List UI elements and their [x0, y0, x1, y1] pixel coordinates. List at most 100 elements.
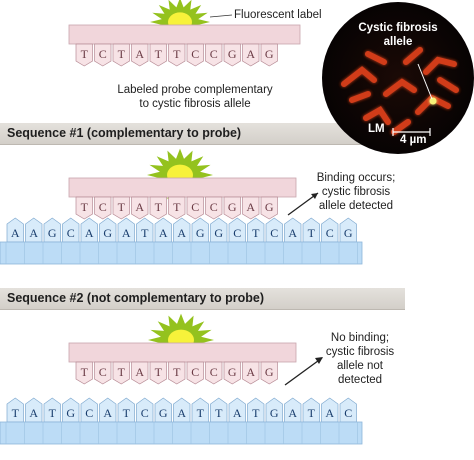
target-base [191, 217, 209, 243]
probe-base-letter: C [191, 365, 199, 379]
target-base-letter: C [85, 406, 93, 420]
target-base [339, 217, 357, 243]
probe-base [186, 196, 204, 220]
target-base-letter: C [326, 226, 334, 240]
target-backbone [0, 241, 363, 265]
target-base [321, 397, 339, 423]
nobinding-line3: allele not [336, 360, 384, 372]
probe-base [94, 361, 112, 385]
probe-base-letter: T [118, 47, 126, 61]
target-base [321, 217, 339, 243]
target-base [99, 397, 117, 423]
target-base [284, 217, 302, 243]
probe-base-letter: T [81, 365, 89, 379]
target-base [136, 217, 154, 243]
target-base-letter: A [122, 226, 131, 240]
probe-base [149, 43, 167, 67]
target-base [247, 217, 265, 243]
binding-arrowhead [311, 193, 318, 199]
probe-base [168, 196, 186, 220]
target-base-letter: A [29, 226, 38, 240]
target-base [62, 397, 80, 423]
probe-base [112, 43, 130, 67]
probe-base [168, 43, 186, 67]
probe-base-letter: C [210, 200, 218, 214]
target-base-letter: T [252, 406, 260, 420]
target-base-letter: A [159, 226, 168, 240]
probe-base [112, 361, 130, 385]
probe-base-letter: T [155, 200, 163, 214]
target-base-letter: A [177, 226, 186, 240]
target-base-letter: C [344, 406, 352, 420]
probe-base-letter: C [99, 47, 107, 61]
target-base [173, 217, 191, 243]
probe-base [168, 361, 186, 385]
target-base [247, 397, 265, 423]
binding-arrow [287, 192, 319, 216]
target-base-letter: G [196, 226, 205, 240]
binding-line2: cystic fibrosis [321, 186, 391, 198]
target-base [173, 397, 191, 423]
nobinding-arrow [284, 357, 323, 386]
probe-base [94, 43, 112, 67]
probe-base [131, 43, 149, 67]
binding-line1: Binding occurs; [316, 172, 396, 184]
binding-line3: allele detected [318, 200, 394, 212]
target-base-letter: A [325, 406, 334, 420]
target-base-letter: G [66, 406, 75, 420]
probe-base [186, 361, 204, 385]
scale-label: 4 µm [400, 134, 427, 146]
target-base [25, 217, 43, 243]
target-base-letter: A [177, 406, 186, 420]
target-base [43, 397, 61, 423]
probe-base-letter: G [228, 365, 237, 379]
target-base [210, 397, 228, 423]
chromosome-image [341, 47, 459, 136]
probe-base-letter: T [81, 47, 89, 61]
allele-pointer [417, 63, 433, 100]
target-base [117, 217, 135, 243]
target-base-letter: A [103, 406, 112, 420]
target-base-letter: C [141, 406, 149, 420]
target-base-letter: G [103, 226, 112, 240]
target-base-letter: A [85, 226, 94, 240]
target-base [265, 397, 283, 423]
target-base-letter: T [308, 406, 316, 420]
section-2-header: Sequence #2 (not complementary to probe) [0, 288, 405, 310]
target-base [6, 217, 24, 243]
target-base-letter: A [11, 226, 20, 240]
probe-base-letter: C [99, 200, 107, 214]
target-base [265, 217, 283, 243]
micrograph-title-line2: allele [383, 36, 413, 48]
probe-backbone [68, 177, 297, 198]
probe-base-letter: C [210, 47, 218, 61]
probe-base [242, 361, 260, 385]
target-base-letter: C [270, 226, 278, 240]
probe-base-letter: T [155, 47, 163, 61]
probe-base-letter: T [173, 47, 181, 61]
target-base-letter: T [308, 226, 316, 240]
probe-base [94, 196, 112, 220]
target-base [191, 397, 209, 423]
probe-base-letter: G [265, 47, 274, 61]
probe-base [75, 196, 93, 220]
target-base-letter: T [197, 406, 205, 420]
target-base-letter: T [252, 226, 260, 240]
probe-base-letter: G [265, 365, 274, 379]
probe-base [149, 196, 167, 220]
probe-base [260, 196, 278, 220]
probe-base-letter: T [118, 365, 126, 379]
target-base-letter: A [288, 226, 297, 240]
target-base-letter: G [270, 406, 279, 420]
target-base [154, 217, 172, 243]
probe-base [223, 361, 241, 385]
probe-base [112, 196, 130, 220]
target-base-letter: T [141, 226, 149, 240]
target-base-letter: C [233, 226, 241, 240]
probe-base [223, 196, 241, 220]
probe-base-letter: G [228, 47, 237, 61]
